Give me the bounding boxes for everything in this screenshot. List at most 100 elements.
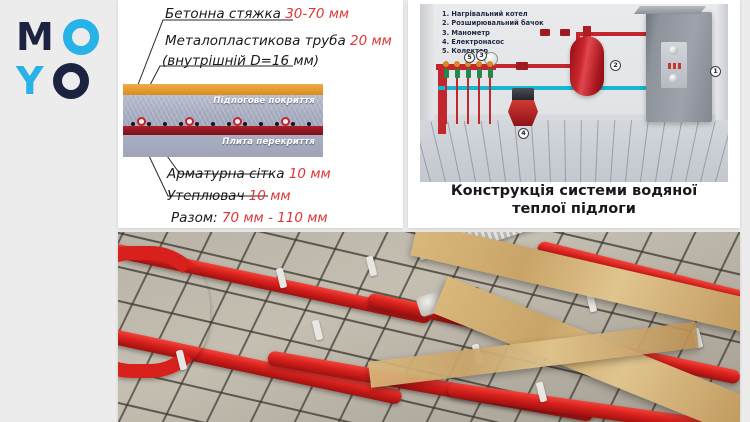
floor-pipe-line — [640, 120, 649, 182]
mesh-node-dot — [243, 122, 247, 126]
pipe-section-dot — [233, 117, 242, 126]
floor-pipe-line — [497, 120, 506, 182]
logo-letter-o-dark — [52, 63, 89, 99]
floor-pipe-line — [447, 121, 461, 182]
pump-motor — [512, 88, 534, 102]
manifold-valve — [444, 69, 449, 78]
logo-letter-y: Y — [16, 59, 44, 103]
value-insulation: 10 мм — [248, 188, 291, 204]
floor-perspective — [420, 119, 728, 182]
layer-floor-slab — [123, 135, 323, 157]
legend-item-3: 3. Манометр — [442, 28, 490, 37]
label-total-thickness: Разом: 70 мм - 110 мм — [171, 210, 328, 226]
pipe-return-cold — [438, 86, 686, 90]
floor-pipe-line — [530, 120, 536, 182]
value-total-thickness: 70 мм - 110 мм — [221, 210, 328, 226]
underfloor-heating-photo — [118, 232, 740, 422]
manifold-knob — [465, 61, 471, 67]
layer-floor-covering — [123, 84, 323, 95]
manifold-downpipe — [467, 78, 469, 124]
scheme-caption-line1: Конструкція системи водяної — [450, 183, 698, 199]
floor-pipe-line — [625, 120, 633, 182]
mesh-node-dot — [259, 122, 263, 126]
manifold-valve — [455, 69, 460, 78]
label-pipe-inner-diameter: (внутрішній D=16 мм) — [162, 53, 320, 69]
manifold-downpipe — [445, 78, 447, 124]
legend-item-1: 1. Нагрівальний котел — [442, 10, 528, 18]
mesh-node-dot — [163, 122, 167, 126]
logo-letter-o-cyan — [62, 19, 99, 55]
logo-row-top: M — [16, 18, 108, 56]
water-floor-scheme-panel: 1. Нагрівальний котел 2. Розширювальний … — [408, 0, 740, 228]
boiler-display — [669, 46, 678, 55]
layer-heating-band — [123, 126, 323, 135]
fitting-mid-1 — [516, 62, 528, 70]
marker-4-pump: 4 — [518, 128, 529, 139]
scheme-caption: Конструкція системи водяної теплої підло… — [408, 182, 740, 218]
floor-pipe-line — [547, 120, 551, 182]
manifold-downpipe — [456, 78, 458, 124]
mesh-node-dot — [307, 122, 311, 126]
expansion-tank-neck — [583, 26, 591, 38]
underfloor-heating-photo-panel — [118, 232, 740, 422]
manifold-valve — [477, 69, 482, 78]
floor-pipe-line — [463, 120, 476, 182]
legend-item-4: 4. Електронасос — [442, 38, 505, 47]
logo-letter-m: M — [16, 15, 54, 59]
floor-pipe-line — [595, 120, 599, 182]
value-concrete-screed: 30-70 мм — [285, 6, 350, 22]
electric-pump — [508, 100, 538, 126]
floor-pipe-line — [610, 120, 616, 182]
boiler-indicator-1 — [668, 63, 671, 69]
boiler-indicator-3 — [678, 63, 681, 69]
floor-pipe-line — [700, 121, 716, 182]
scheme-caption-line2: теплої підлоги — [512, 201, 636, 218]
boiler-indicator-2 — [673, 63, 676, 69]
mesh-node-dot — [147, 122, 151, 126]
moyo-logo[interactable]: M Y — [16, 18, 108, 100]
value-metal-plastic-pipe: 20 мм — [350, 33, 392, 49]
pipe-section-dot — [137, 117, 146, 126]
floor-pipe-line — [715, 122, 728, 182]
wall-right — [716, 4, 728, 138]
mesh-node-dot — [131, 122, 135, 126]
manifold-cold-rail — [438, 86, 494, 90]
floor-pipe-line — [480, 120, 491, 182]
mesh-node-dot — [227, 122, 231, 126]
pipe-manifold-riser — [438, 64, 446, 134]
legend-item-5: 5. Колектор — [442, 47, 489, 56]
marker-3-manometer: 3 — [476, 50, 487, 61]
pipe-section-dot — [185, 117, 194, 126]
label-reinforcing-mesh: Арматурна сітка 10 мм — [167, 166, 331, 182]
marker-5-manifold: 5 — [464, 52, 475, 63]
manifold-valve — [466, 69, 471, 78]
mesh-node-dot — [211, 122, 215, 126]
marker-1-boiler: 1 — [710, 66, 721, 77]
mesh-node-dot — [291, 122, 295, 126]
manifold-valve — [488, 69, 493, 78]
heating-system-illustration: 1. Нагрівальний котел 2. Розширювальний … — [420, 4, 728, 182]
scheme-legend: 1. Нагрівальний котел 2. Розширювальний … — [442, 10, 544, 57]
mesh-node-dot — [275, 122, 279, 126]
manifold-downpipe — [478, 78, 480, 124]
wall-left — [420, 4, 434, 138]
heating-boiler — [633, 6, 712, 122]
label-insulation: Утеплювач 10 мм — [167, 188, 291, 204]
boiler-top-face — [633, 6, 707, 14]
value-reinforcing-mesh: 10 мм — [288, 166, 331, 182]
manifold-knob — [476, 61, 482, 67]
manifold-knob — [454, 61, 460, 67]
manifold-knob — [487, 61, 493, 67]
fitting-top-1 — [540, 29, 550, 36]
floor-pipe-line — [420, 122, 431, 182]
boiler-knob — [669, 74, 678, 83]
legend-item-2: 2. Розширювальний бачок — [442, 19, 544, 28]
expansion-tank — [570, 36, 604, 96]
floor-pipe-line — [685, 121, 699, 182]
mesh-node-dot — [195, 122, 199, 126]
logo-row-bottom: Y — [16, 62, 108, 100]
manifold-downpipe — [489, 78, 491, 124]
caption-floor-slab: Плита перекриття — [222, 137, 315, 147]
manifold-knob — [443, 61, 449, 67]
floor-cross-section-panel: Бетонна стяжка 30-70 мм Металопластикова… — [118, 0, 403, 228]
